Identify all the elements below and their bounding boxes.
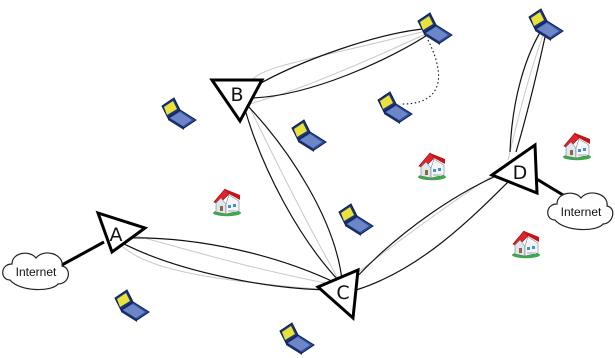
link-b-c xyxy=(243,103,343,283)
link-a-c xyxy=(123,237,339,291)
laptop-icon[interactable] xyxy=(114,289,150,323)
node-b-label: B xyxy=(230,84,243,106)
laptop-icon[interactable] xyxy=(377,91,413,125)
node-c-label: C xyxy=(336,282,349,304)
node-d[interactable]: D xyxy=(488,142,539,196)
uplink-a-internet xyxy=(59,240,105,268)
laptop-icon[interactable] xyxy=(291,119,327,153)
internet-cloud-left[interactable]: Internet xyxy=(2,252,69,291)
house-icon[interactable] xyxy=(212,188,242,217)
link-d-laptop-top-right xyxy=(509,25,548,153)
laptop-icon[interactable] xyxy=(161,97,197,131)
house-icon[interactable] xyxy=(511,230,541,259)
node-a[interactable]: A xyxy=(95,210,149,255)
node-a-label: A xyxy=(110,224,123,246)
internet-label-right: Internet xyxy=(561,205,602,219)
link-c-d xyxy=(351,169,515,291)
node-b[interactable]: B xyxy=(209,78,265,124)
dotted-link xyxy=(399,39,440,105)
link-b-laptop-top xyxy=(251,27,433,99)
node-d-label: D xyxy=(513,162,528,184)
ghost-links xyxy=(117,29,546,291)
house-icon[interactable] xyxy=(417,152,447,181)
internet-label-left: Internet xyxy=(16,265,57,279)
laptop-icon[interactable] xyxy=(417,12,453,46)
laptop-icon[interactable] xyxy=(279,322,315,356)
house-icon[interactable] xyxy=(562,132,592,161)
laptop-icon[interactable] xyxy=(528,8,564,42)
node-c[interactable]: C xyxy=(315,267,360,322)
internet-cloud-right[interactable]: Internet xyxy=(547,192,614,231)
laptop-icon[interactable] xyxy=(338,203,374,237)
